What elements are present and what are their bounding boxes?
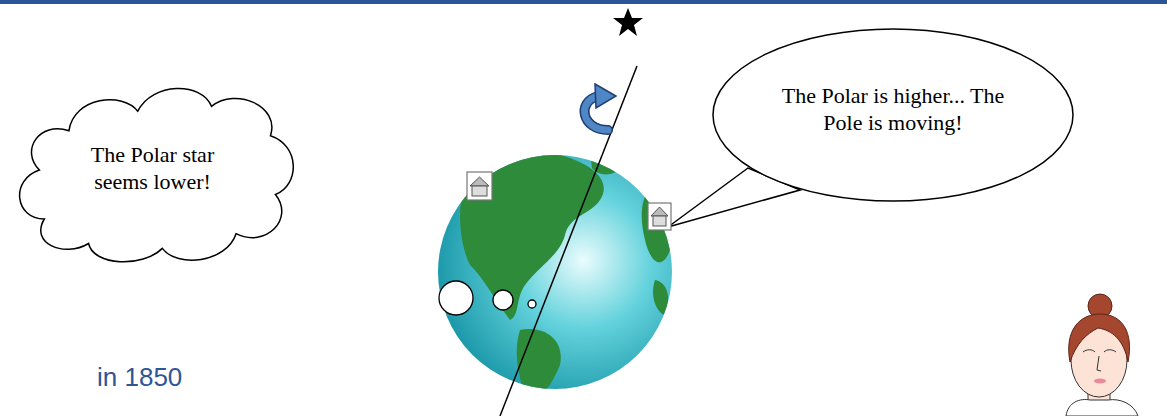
eye (1104, 350, 1116, 352)
year-label: in 1850 (97, 362, 182, 393)
eye (1083, 350, 1095, 352)
thought-bubble (528, 300, 536, 308)
house-icon (467, 172, 492, 200)
house-icon (648, 203, 671, 230)
ellipse-shape (713, 29, 1073, 201)
africa-tip (653, 280, 668, 315)
callout-text: The Polar is higher... The Pole is movin… (778, 82, 1008, 136)
nose (1097, 356, 1101, 371)
top-rule (0, 0, 1167, 4)
cloud-shape (20, 88, 294, 261)
tank-top (1066, 400, 1138, 416)
woman-figure (1066, 294, 1138, 416)
thought-bubble (493, 290, 513, 310)
callout-text: The Polar star seems lower! (73, 141, 233, 195)
greenland (590, 149, 622, 174)
house-roof (470, 177, 489, 186)
house-roof (651, 207, 668, 216)
polar-star (613, 8, 643, 36)
hair (1069, 314, 1130, 362)
south-america (517, 329, 561, 405)
text-holder: The Polar is higher... The Pole is movin… (778, 82, 1008, 136)
house-frame (648, 203, 671, 230)
europe-africa (642, 188, 671, 262)
thought-cloud: The Polar star seems lower! (5, 72, 300, 268)
lips (1094, 379, 1106, 384)
north-america (460, 151, 604, 320)
thought-bubble (439, 281, 473, 315)
house-wall (472, 186, 487, 196)
house-wall (653, 216, 666, 226)
continents (460, 149, 671, 405)
earth-axis (500, 66, 637, 416)
rotation-arrow-head (595, 84, 616, 108)
house-frame (467, 172, 492, 200)
speech-bubble: The Polar is higher... The Pole is movin… (712, 28, 1074, 202)
text-holder: The Polar star seems lower! (73, 141, 233, 195)
